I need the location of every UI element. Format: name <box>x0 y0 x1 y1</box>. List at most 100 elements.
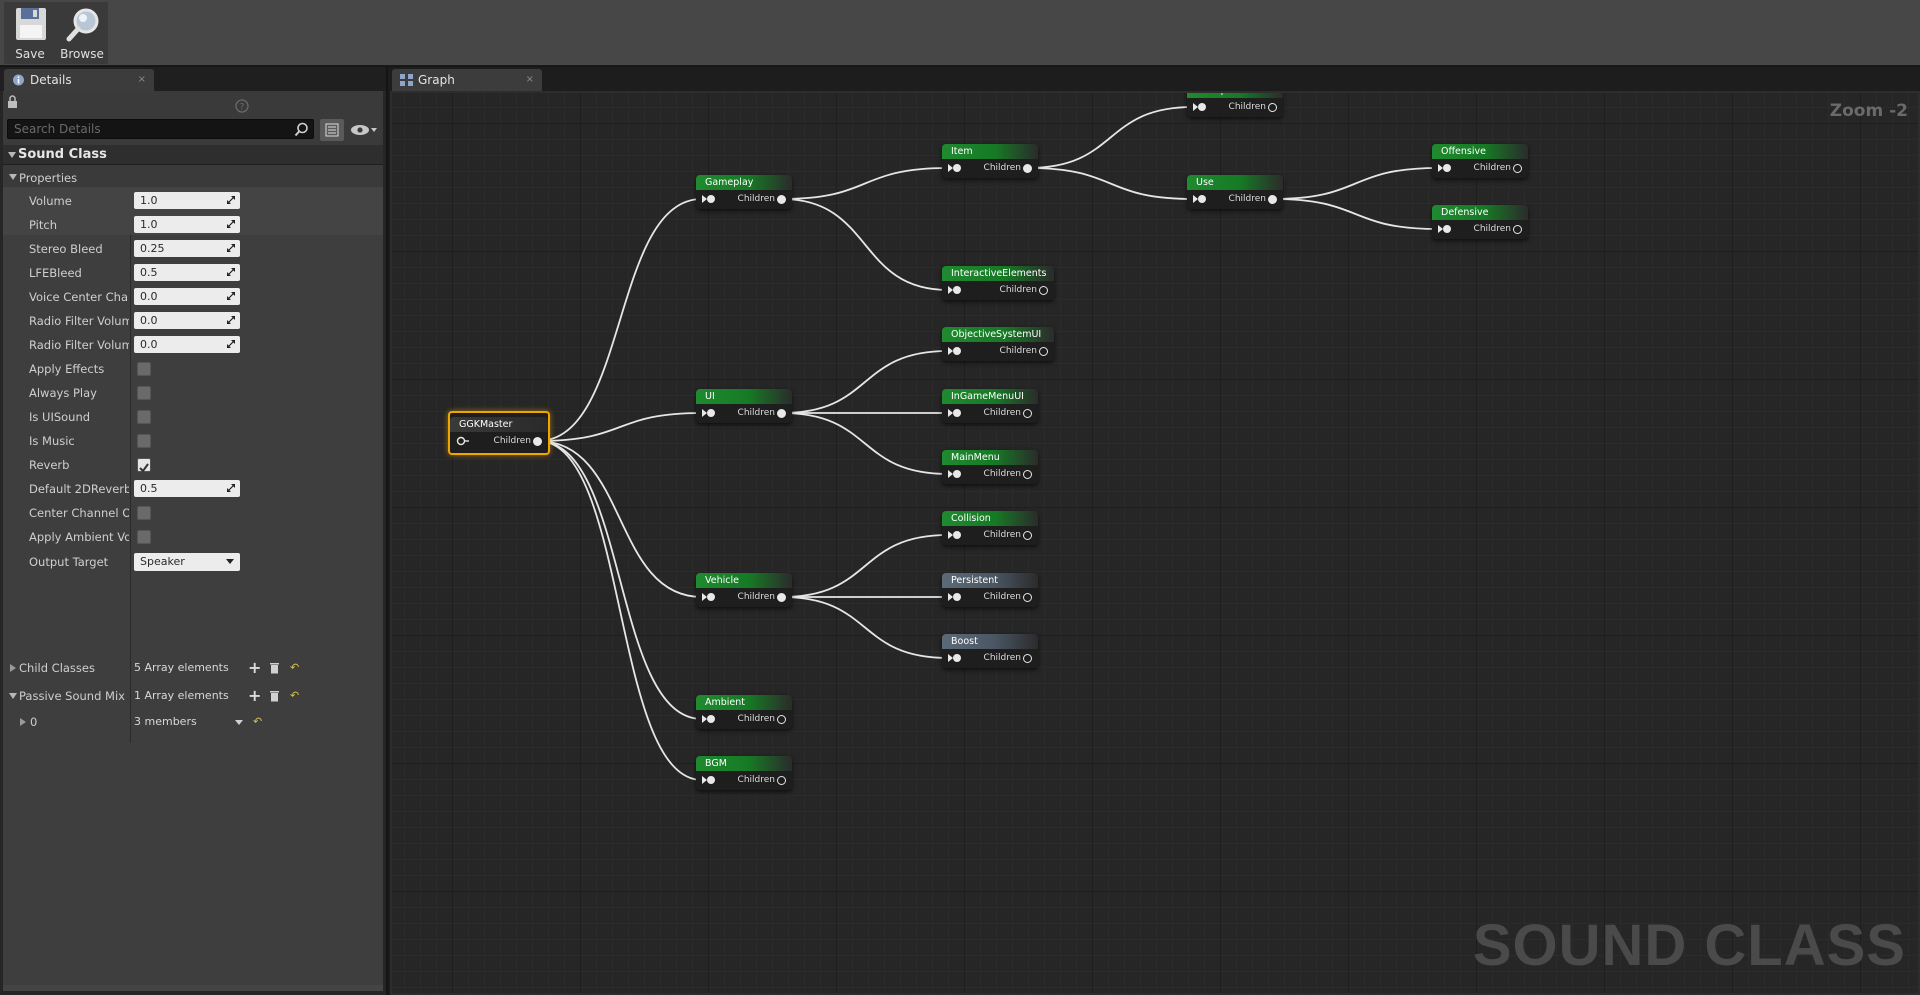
parent-pin-icon[interactable] <box>1193 194 1207 204</box>
children-pin-icon[interactable] <box>777 715 786 724</box>
add-element-icon[interactable]: + <box>248 686 262 705</box>
wire-Vehicle-Boost[interactable] <box>781 596 949 659</box>
numeric-input[interactable]: 0.0 <box>134 288 240 305</box>
wire-GGKMaster-BGM[interactable] <box>537 440 703 781</box>
wire-UI-MainMenu[interactable] <box>781 412 949 475</box>
checkbox[interactable] <box>137 434 151 448</box>
wire-Gameplay-InteractiveElements[interactable] <box>781 198 949 291</box>
children-pin-icon[interactable] <box>1039 347 1048 356</box>
children-pin-icon[interactable] <box>1039 286 1048 295</box>
view-options-button[interactable] <box>320 119 344 141</box>
sound-class-node[interactable]: PickupChildren <box>1187 93 1283 117</box>
children-pin-icon[interactable] <box>1023 409 1032 418</box>
save-button[interactable]: Save <box>4 2 56 64</box>
wire-UI-ObjectiveSystemUI[interactable] <box>781 350 949 414</box>
help-icon[interactable]: ? <box>235 99 249 113</box>
close-icon[interactable]: × <box>137 74 146 85</box>
parent-pin-icon[interactable] <box>702 408 716 418</box>
parent-pin-icon[interactable] <box>702 592 716 602</box>
wire-Item-Pickup[interactable] <box>1027 106 1194 169</box>
parent-pin-icon[interactable] <box>948 469 962 479</box>
wire-GGKMaster-UI[interactable] <box>537 412 703 442</box>
numeric-input[interactable]: 0.5 <box>134 264 240 281</box>
tab-graph[interactable]: Graph × <box>392 69 542 91</box>
passive-mix-row[interactable]: Passive Sound Mix Modifiers 1 Array elem… <box>3 684 383 708</box>
browse-button[interactable]: Browse <box>56 2 108 64</box>
checkbox[interactable] <box>137 386 151 400</box>
trash-icon[interactable] <box>269 690 280 702</box>
parent-pin-icon[interactable] <box>948 653 962 663</box>
trash-icon[interactable] <box>269 662 280 674</box>
output-target-dropdown[interactable]: Speaker <box>134 553 240 571</box>
children-pin-icon[interactable] <box>1023 164 1032 173</box>
children-pin-icon[interactable] <box>1513 164 1522 173</box>
checkbox[interactable] <box>137 410 151 424</box>
reset-icon[interactable]: ↶ <box>290 689 300 702</box>
wire-Vehicle-Collision[interactable] <box>781 534 949 598</box>
eye-icon[interactable] <box>349 123 379 137</box>
add-element-icon[interactable]: + <box>248 658 262 677</box>
children-pin-icon[interactable] <box>1268 103 1277 112</box>
category-sound-class[interactable]: Sound Class <box>3 145 383 165</box>
parent-pin-icon[interactable] <box>702 775 716 785</box>
checkbox[interactable] <box>137 530 151 544</box>
numeric-input[interactable]: 0.0 <box>134 312 240 329</box>
child-classes-row[interactable]: Child Classes 5 Array elements + ↶ <box>3 656 383 680</box>
search-details-input[interactable] <box>7 119 314 139</box>
children-pin-icon[interactable] <box>1513 225 1522 234</box>
parent-pin-icon[interactable] <box>948 592 962 602</box>
parent-pin-icon[interactable] <box>702 714 716 724</box>
children-pin-icon[interactable] <box>1023 470 1032 479</box>
subcategory-properties[interactable]: Properties <box>3 167 383 187</box>
parent-pin-icon[interactable] <box>948 408 962 418</box>
children-pin-icon[interactable] <box>1268 195 1277 204</box>
wire-Use-Offensive[interactable] <box>1272 167 1439 200</box>
children-pin-icon[interactable] <box>1023 654 1032 663</box>
parent-pin-icon[interactable] <box>1438 224 1452 234</box>
parent-pin-icon[interactable] <box>702 194 716 204</box>
wire-Gameplay-Item[interactable] <box>781 167 949 200</box>
children-pin-icon[interactable] <box>777 195 786 204</box>
wire-GGKMaster-Gameplay[interactable] <box>537 198 703 442</box>
passive-mix-item-row[interactable]: 0 3 members ↶ <box>3 710 383 734</box>
numeric-input[interactable]: 0.0 <box>134 336 240 353</box>
parent-pin-icon[interactable] <box>948 530 962 540</box>
children-pin-icon[interactable] <box>777 409 786 418</box>
parent-pin-icon[interactable] <box>948 346 962 356</box>
reset-icon[interactable]: ↶ <box>290 661 300 674</box>
search-icon[interactable] <box>294 122 309 137</box>
wire-Item-Use[interactable] <box>1027 167 1194 200</box>
numeric-input[interactable]: 0.25 <box>134 240 240 257</box>
lock-icon[interactable] <box>6 95 22 109</box>
parent-pin-icon[interactable] <box>948 285 962 295</box>
wire-GGKMaster-Vehicle[interactable] <box>537 440 703 598</box>
children-pin-icon[interactable] <box>777 593 786 602</box>
parent-pin-icon[interactable] <box>1438 163 1452 173</box>
checkbox[interactable] <box>137 506 151 520</box>
numeric-input[interactable]: 1.0 <box>134 216 240 233</box>
wire-Use-Defensive[interactable] <box>1272 198 1439 230</box>
numeric-input[interactable]: 1.0 <box>134 192 240 209</box>
numeric-input[interactable]: 0.5 <box>134 480 240 497</box>
children-pin-icon[interactable] <box>533 437 542 446</box>
tab-details[interactable]: Details × <box>4 69 154 91</box>
column-divider[interactable] <box>130 235 131 743</box>
parent-pin-icon[interactable] <box>456 436 470 446</box>
